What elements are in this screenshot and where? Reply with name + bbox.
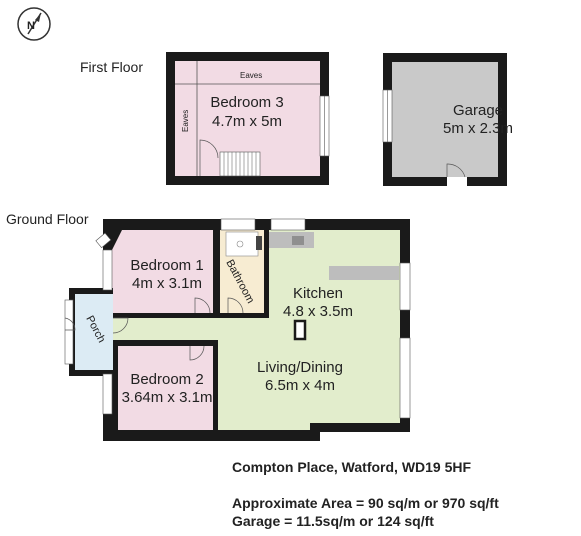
bedroom-2-name: Bedroom 2 xyxy=(130,371,203,388)
garage: Garage 5m x 2.3m xyxy=(382,53,513,186)
compass-icon: N xyxy=(17,7,51,41)
ground-floor-heading: Ground Floor xyxy=(6,211,89,227)
svg-text:N: N xyxy=(27,20,35,32)
garage-size: 5m x 2.3m xyxy=(443,120,513,137)
staircase xyxy=(219,151,261,177)
living-dining-name: Living/Dining xyxy=(257,359,343,376)
living-dining-size: 6.5m x 4m xyxy=(265,377,335,394)
bedroom-3: Eaves Eaves Bedroom 3 4.7m x 5m xyxy=(166,52,330,185)
eaves-label-top: Eaves xyxy=(240,71,262,80)
eaves-label-side: Eaves xyxy=(181,110,190,132)
ground-floor-plan xyxy=(64,218,411,441)
garage-area: Garage = 11.5sq/m or 124 sq/ft xyxy=(232,513,434,529)
garage-name: Garage xyxy=(453,102,503,119)
kitchen-counter xyxy=(269,232,314,248)
kitchen-living-dining xyxy=(112,230,400,430)
kitchen-island xyxy=(293,319,307,341)
kitchen-size: 4.8 x 3.5m xyxy=(283,303,353,320)
bedroom-3-size: 4.7m x 5m xyxy=(212,113,282,130)
approximate-area: Approximate Area = 90 sq/m or 970 sq/ft xyxy=(232,495,499,511)
porch xyxy=(75,294,113,370)
address-line: Compton Place, Watford, WD19 5HF xyxy=(232,459,472,475)
bedroom-2-size: 3.64m x 3.1m xyxy=(122,389,213,406)
bedroom-1-size: 4m x 3.1m xyxy=(132,275,202,292)
bedroom-2 xyxy=(118,345,213,430)
bedroom-1-name: Bedroom 1 xyxy=(130,257,203,274)
bedroom-3-name: Bedroom 3 xyxy=(210,94,283,111)
first-floor-heading: First Floor xyxy=(80,59,143,75)
bedroom-1 xyxy=(112,230,215,313)
kitchen-name: Kitchen xyxy=(293,285,343,302)
